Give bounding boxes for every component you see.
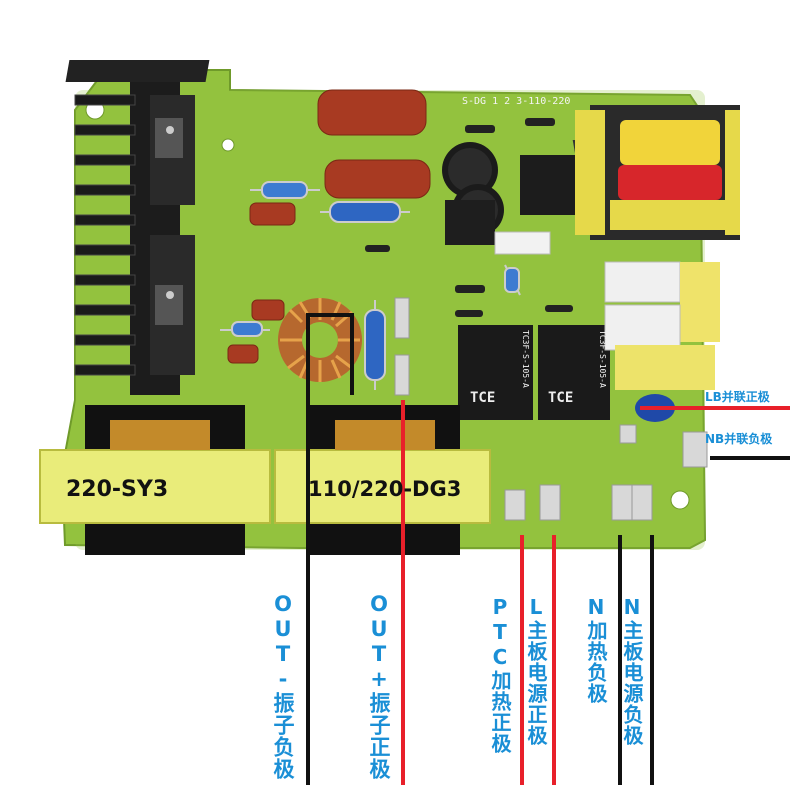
- relays: [458, 325, 610, 420]
- resistors: [220, 181, 521, 390]
- small-transformer: [575, 105, 740, 240]
- label-l-main-positive: L主板电源正极: [524, 595, 548, 746]
- film-capacitors: [227, 89, 431, 364]
- label-out-plus: OUT+振子正极: [367, 592, 391, 780]
- label-n-heat-negative: N加热负极: [584, 595, 608, 704]
- transformer-right: [274, 405, 491, 555]
- regulator-chip: [520, 155, 575, 215]
- transformer-right-label: 110/220-DG3: [308, 477, 462, 501]
- label-out-minus: OUT-振子负极: [271, 592, 295, 780]
- heatsink: [65, 60, 210, 395]
- relay-label-2: TC3F-S-105-A: [598, 330, 607, 388]
- mount-hole: [670, 490, 690, 510]
- relay-label-1: TC3F-S-105-A: [521, 330, 530, 388]
- mount-hole: [221, 138, 235, 152]
- white-connector: [494, 231, 551, 255]
- label-nb-parallel-negative: NB并联负极: [705, 432, 773, 446]
- label-ptc-heat-positive: PTC加热正极: [488, 595, 512, 754]
- transformer-left: [39, 405, 271, 555]
- relay-brand-1: TCE: [470, 390, 496, 406]
- diodes: [365, 118, 573, 317]
- toroid-coil: [278, 298, 362, 382]
- relay-brand-2: TCE: [548, 390, 574, 406]
- label-lb-parallel-positive: LB并联正极: [705, 390, 770, 404]
- electrolytic-capacitors: [442, 142, 504, 245]
- wires: [306, 313, 790, 785]
- blade-terminals: [394, 297, 708, 521]
- side-transformers: [604, 261, 720, 390]
- silkscreen-label: S-DG 1 2 3-110-220: [462, 96, 571, 107]
- transformer-left-label: 220-SY3: [66, 477, 169, 502]
- label-n-main-negative: N主板电源负极: [620, 595, 644, 746]
